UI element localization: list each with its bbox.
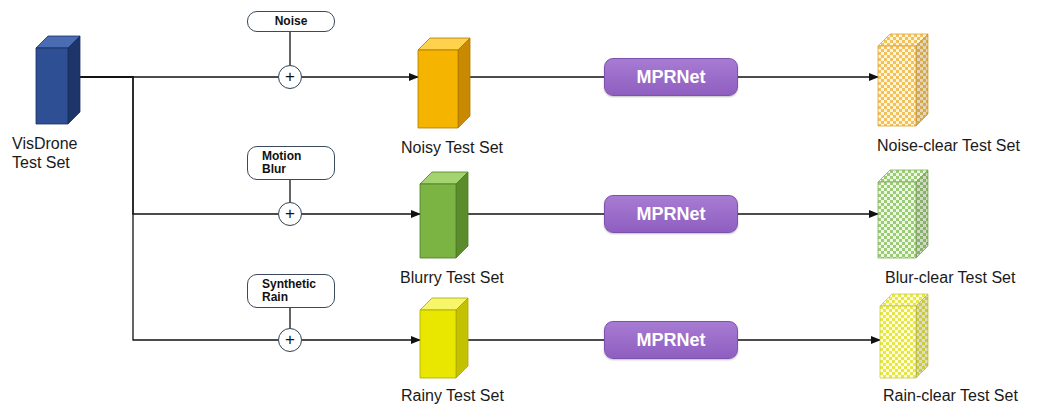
connector-line [738,213,878,214]
operator-symbol: + [285,68,295,85]
dataset-label: VisDrone Test Set [12,134,104,172]
mprnet-block: MPRNet [604,58,738,96]
tag-text: Synthetic Rain [262,278,320,304]
dataset-block: Blur-clear Test Set [878,170,928,258]
operator-symbol: + [285,331,295,348]
add-operator: + [278,65,302,89]
model-name: MPRNet [636,67,705,88]
slab-shape [418,38,470,128]
dataset-label: Noisy Test Set [401,138,503,157]
dataset-block: Blurry Test Set [420,172,468,258]
connector-line [289,180,290,202]
tag-text: Motion Blur [262,150,320,176]
dataset-block: Noise-clear Test Set [878,34,928,126]
dataset-block: VisDrone Test Set [36,36,80,124]
slab-shape [878,170,928,258]
slab-shape [880,294,928,378]
dataset-label: Rainy Test Set [401,386,504,405]
slab-shape [420,172,468,258]
slab-shape [36,36,80,124]
degradation-tag: Synthetic Rain [247,274,335,308]
connector-line [80,77,278,214]
model-name: MPRNet [636,330,705,351]
degradation-tag: Noise [247,11,335,32]
dataset-block: Rainy Test Set [420,298,468,378]
connector-line [289,32,290,65]
mprnet-block: MPRNet [604,321,738,359]
model-name: MPRNet [636,204,705,225]
connector-line [302,213,420,214]
connector-line [302,76,418,77]
tag-text: Noise [275,15,308,28]
dataset-label: Noise-clear Test Set [877,136,1020,155]
dataset-block: Rain-clear Test Set [880,294,928,378]
slab-shape [420,298,468,378]
degradation-tag: Motion Blur [247,146,335,180]
connector-line [302,339,420,340]
connector-line [470,76,604,77]
mprnet-block: MPRNet [604,195,738,233]
slab-shape [878,34,928,126]
add-operator: + [278,202,302,226]
add-operator: + [278,328,302,352]
connector-line [468,339,604,340]
connector-line [738,76,878,77]
connector-line [468,213,604,214]
operator-symbol: + [285,205,295,222]
connector-line [738,339,880,340]
dataset-block: Noisy Test Set [418,38,470,128]
dataset-label: Blurry Test Set [400,268,504,287]
connector-line [289,308,290,328]
dataset-label: Blur-clear Test Set [885,268,1015,287]
dataset-label: Rain-clear Test Set [883,386,1018,405]
